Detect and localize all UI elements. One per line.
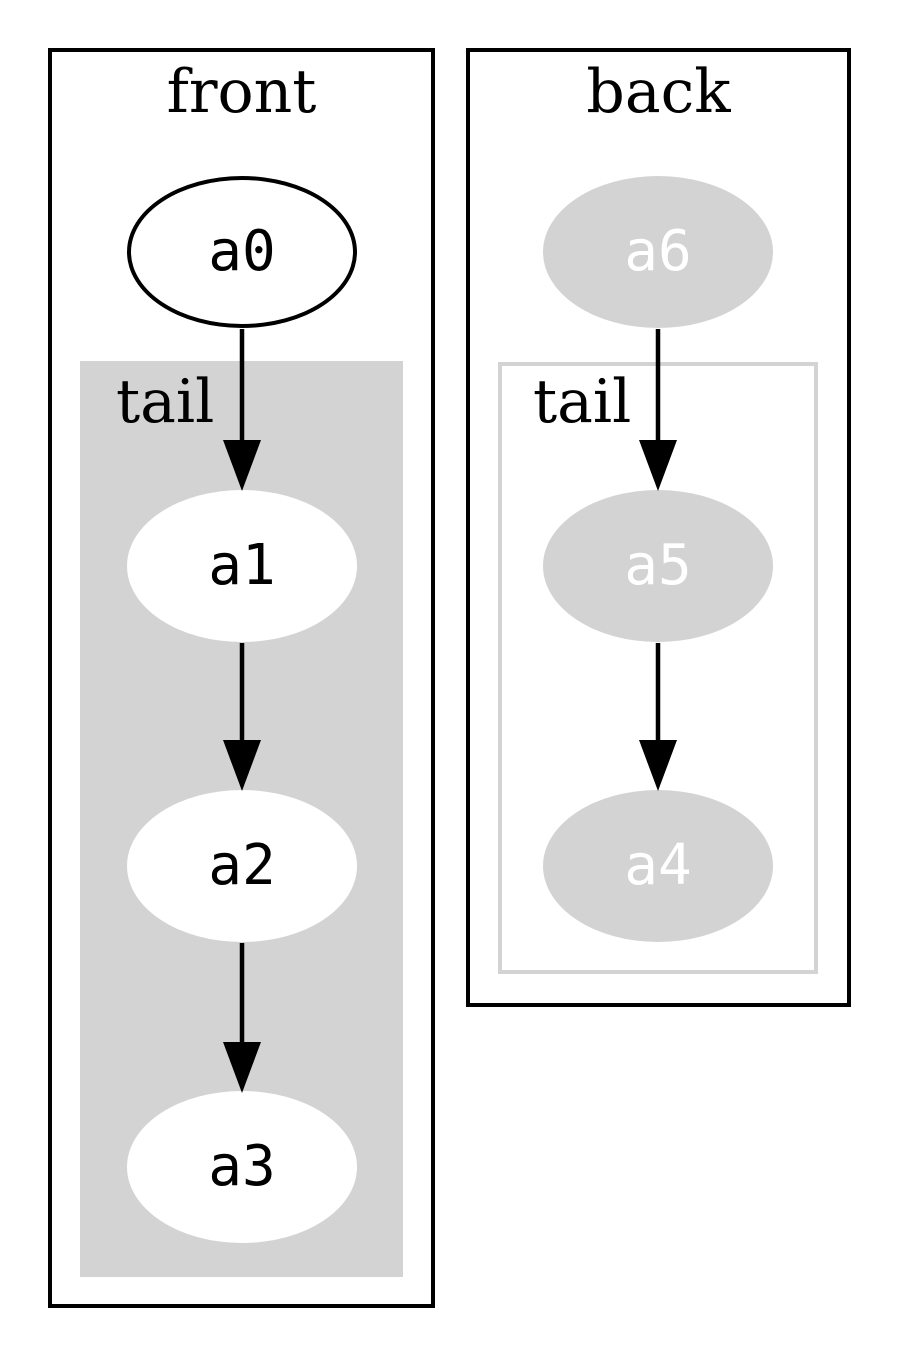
node-a5-label: a5	[624, 533, 692, 598]
node-a6-label: a6	[624, 219, 692, 284]
node-a0-label: a0	[208, 219, 276, 284]
subcluster-front-tail-label: tail	[116, 367, 215, 437]
node-a2-label: a2	[208, 833, 276, 898]
node-a5: a5	[543, 490, 773, 642]
node-a6: a6	[543, 176, 773, 328]
node-a1: a1	[127, 490, 357, 642]
subcluster-back-tail-label: tail	[533, 367, 632, 437]
node-a3-label: a3	[208, 1134, 276, 1199]
node-a1-label: a1	[208, 533, 276, 598]
node-a0: a0	[127, 176, 357, 328]
node-a4-label: a4	[624, 833, 692, 898]
node-a2: a2	[127, 790, 357, 942]
node-a4: a4	[543, 790, 773, 942]
node-a3: a3	[127, 1091, 357, 1243]
cluster-back-label: back	[586, 57, 731, 127]
cluster-front-label: front	[166, 57, 317, 127]
